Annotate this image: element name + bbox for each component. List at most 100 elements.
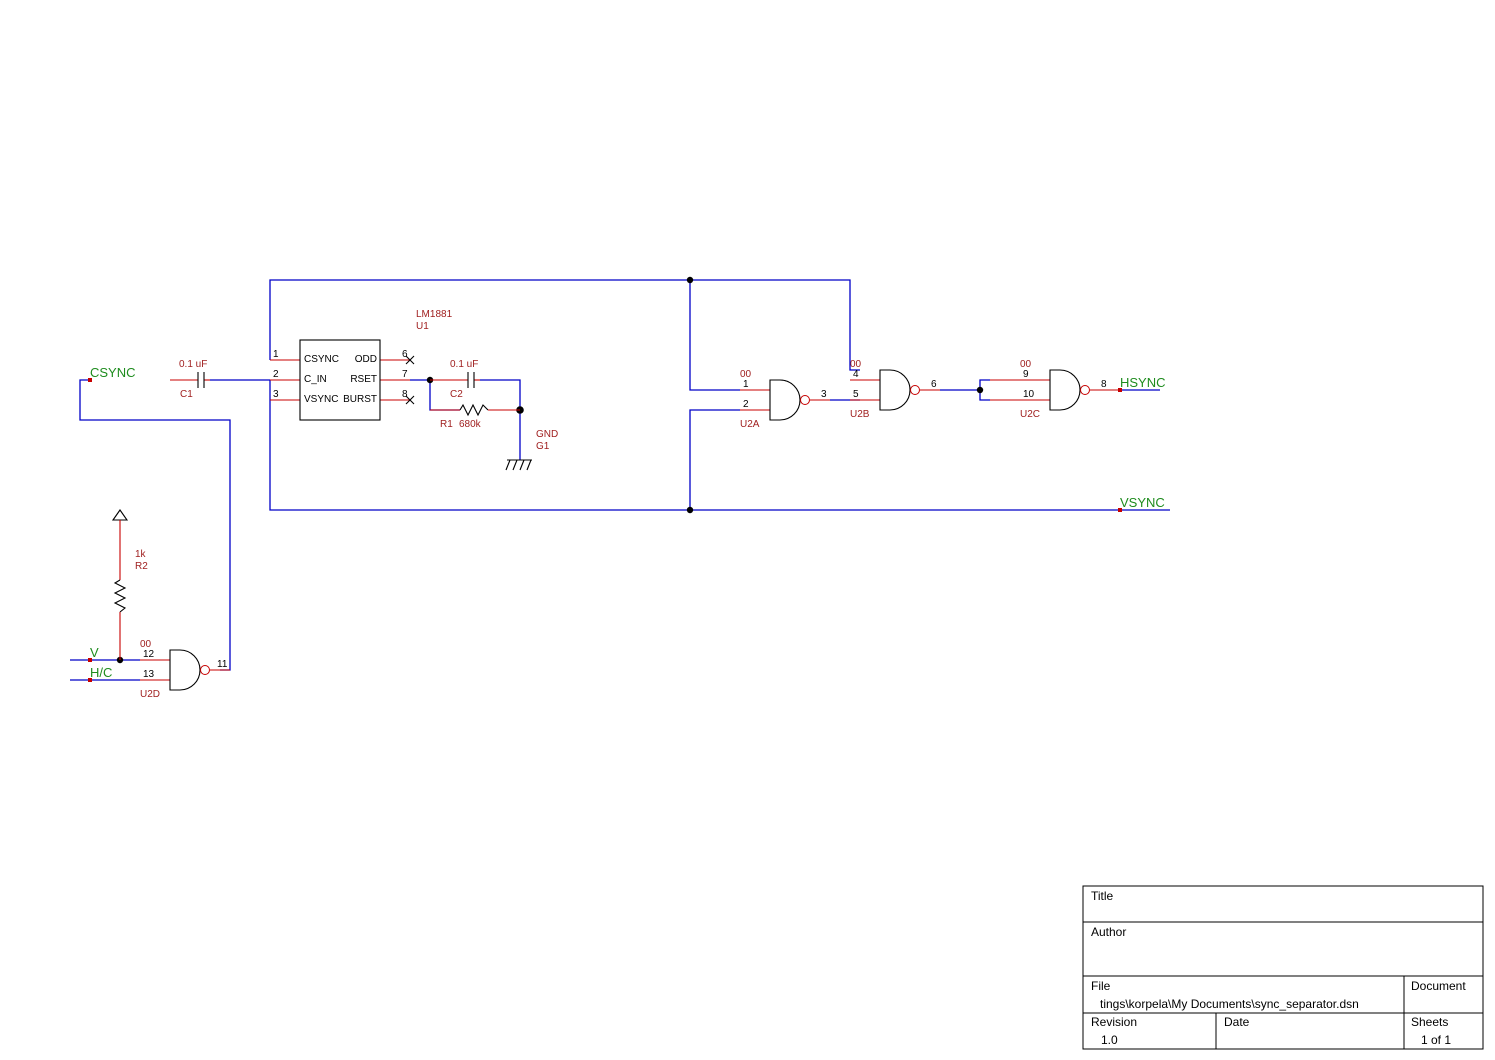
port-marker [88, 678, 92, 682]
c1-ref: C1 [180, 389, 193, 400]
junction-dot [686, 506, 694, 514]
u2d-pin13: 13 [143, 669, 155, 680]
u2a-type: 00 [740, 369, 752, 380]
u2d-ref: U2D [140, 689, 160, 700]
u1-pin2-num: 2 [273, 369, 279, 380]
port-marker [88, 658, 92, 662]
u2d-bubble [200, 665, 210, 675]
net-hsync: HSYNC [1120, 375, 1166, 390]
u2c-ref: U2C [1020, 409, 1040, 420]
u1-lm1881[interactable]: LM1881 U1 1 2 3 CSYNC C_IN VSYNC 6 7 8 O… [270, 309, 453, 421]
u1-pin7-name: RSET [350, 374, 377, 385]
file-value: tings\korpela\My Documents\sync_separato… [1100, 997, 1359, 1011]
wire-csync-loop [79, 379, 231, 671]
c2-value: 0.1 uF [450, 359, 478, 370]
r1-value: 680k [459, 419, 482, 430]
nand-gate-icon [169, 649, 201, 691]
u2a-bubble [800, 395, 810, 405]
u2c-nand-gate[interactable]: 00 U2C 9 10 8 [990, 359, 1120, 420]
c2-capacitor[interactable]: 0.1 uF C2 [430, 359, 480, 400]
r2-zigzag [113, 579, 127, 613]
u2c-pin9: 9 [1023, 369, 1029, 380]
u2c-type: 00 [1020, 359, 1032, 370]
wire-u2c-in2 [979, 390, 990, 401]
no-connect-icon [405, 355, 415, 365]
u1-ref: U1 [416, 321, 429, 332]
u2b-pin6: 6 [931, 379, 937, 390]
title-block: Title Author File tings\korpela\My Docum… [1082, 885, 1484, 1050]
u2b-bubble [910, 385, 920, 395]
wire-u2a-in1 [689, 280, 740, 391]
title-block-frame [1082, 885, 1484, 1050]
u1-pin7-num: 7 [402, 369, 408, 380]
u2a-pin1: 1 [743, 379, 749, 390]
u1-pin8-num: 8 [402, 389, 408, 400]
u2d-pin11: 11 [217, 659, 228, 670]
wire-c2-gnd [480, 379, 521, 460]
u2b-pin4: 4 [853, 369, 859, 380]
u1-pin1-name: CSYNC [304, 354, 339, 365]
net-hc: H/C [90, 665, 112, 680]
u2a-pin3: 3 [821, 389, 827, 400]
junctions [116, 276, 984, 664]
wires [70, 279, 1170, 681]
u1-pin8-name: BURST [343, 394, 377, 405]
title-label: Title [1091, 889, 1114, 903]
wire-vsync-bus [269, 380, 1170, 511]
net-v: V [90, 645, 99, 660]
u2b-type: 00 [850, 359, 862, 370]
sheets-label: Sheets [1411, 1015, 1448, 1029]
u2a-ref: U2A [740, 419, 760, 430]
r1-ref: R1 [440, 419, 453, 430]
u1-part: LM1881 [416, 309, 453, 320]
power-arrow-icon [111, 509, 129, 521]
u2a-pin2: 2 [743, 399, 749, 410]
g1-value: GND [536, 429, 558, 440]
port-marker [88, 378, 92, 382]
u2b-ref: U2B [850, 409, 870, 420]
g1-ref: G1 [536, 441, 550, 452]
u2b-pin5: 5 [853, 389, 859, 400]
ground-icon [505, 459, 532, 471]
u1-body [299, 339, 381, 421]
u2b-nand-gate[interactable]: 00 U2B 4 5 6 [850, 359, 940, 420]
nand-gate-icon [879, 369, 911, 411]
c1-value: 0.1 uF [179, 359, 207, 370]
sheets-value: 1 of 1 [1421, 1033, 1451, 1047]
port-marker [1118, 508, 1122, 512]
r1-zigzag [459, 403, 489, 417]
r2-value: 1k [135, 549, 147, 560]
revision-label: Revision [1091, 1015, 1137, 1029]
c1-capacitor[interactable]: 0.1 uF C1 [170, 359, 210, 400]
nand-gate-icon [769, 379, 801, 421]
u2a-nand-gate[interactable]: 00 U2A 1 2 3 [740, 369, 830, 430]
nand-gate-icon [1049, 369, 1081, 411]
junction-dot [686, 276, 694, 284]
wire-u2a-in2 [689, 409, 740, 510]
document-label: Document [1411, 979, 1466, 993]
net-labels: CSYNC HSYNC VSYNC V H/C [88, 365, 1166, 682]
u2d-nand-gate[interactable]: 00 U2D 12 13 11 [140, 639, 230, 700]
u1-pin1-num: 1 [273, 349, 279, 360]
net-vsync: VSYNC [1120, 495, 1165, 510]
u2d-type: 00 [140, 639, 152, 650]
r1-resistor[interactable]: R1 680k [430, 403, 520, 430]
u2c-pin8: 8 [1101, 379, 1107, 390]
junction-dot [976, 386, 984, 394]
r2-resistor[interactable]: 1k R2 [111, 509, 148, 660]
wire-csync-out-top [269, 279, 860, 371]
g1-ground[interactable]: GND G1 [505, 429, 558, 471]
u2d-pin12: 12 [143, 649, 155, 660]
author-label: Author [1091, 925, 1126, 939]
revision-value: 1.0 [1101, 1033, 1118, 1047]
net-csync: CSYNC [90, 365, 136, 380]
u1-pin6-name: ODD [355, 354, 377, 365]
u1-pin3-num: 3 [273, 389, 279, 400]
u1-pin3-name: VSYNC [304, 394, 338, 405]
u1-pin6-num: 6 [402, 349, 408, 360]
no-connect-icon [405, 395, 415, 405]
u2c-pin10: 10 [1023, 389, 1035, 400]
date-label: Date [1224, 1015, 1250, 1029]
r2-ref: R2 [135, 561, 148, 572]
